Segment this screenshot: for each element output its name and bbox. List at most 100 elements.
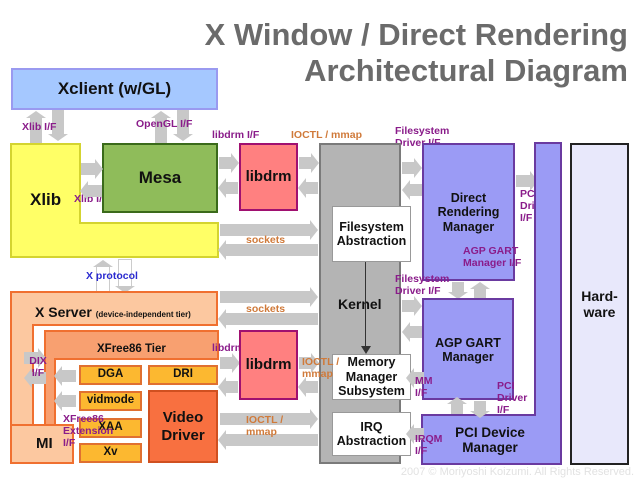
kernel-label: Kernel (338, 296, 382, 312)
ioctl-mmap-bottom-text: IOCTL / mmap (246, 414, 284, 438)
arrow-xfree86-to-libdrm (220, 353, 240, 373)
libdrm-bottom-box: libdrm (239, 330, 298, 400)
arrow-kernel-to-agp (402, 296, 422, 316)
xclient-label: Xclient (w/GL) (57, 79, 172, 99)
arrow-xlib-to-xserver (115, 259, 135, 293)
ioctl-mmap-label-mid: IOCTL / mmap (302, 356, 347, 380)
title-line-2: Architectural Diagram (304, 53, 628, 88)
arrow-xserver-to-kernel-sockets (220, 287, 318, 307)
xaa-label: XAA (98, 421, 123, 434)
arrow-dix-right (24, 348, 46, 368)
arrow-drm-to-agp (448, 282, 468, 299)
memory-manager-label: Memory Manager Subsystem (338, 355, 405, 399)
arrow-xlib-to-kernel-sockets (220, 220, 318, 240)
mesa-label: Mesa (138, 168, 182, 188)
drm-box: Direct Rendering Manager (422, 143, 515, 281)
arrow-xclient-to-xlib (48, 110, 68, 141)
xserver-label: X Server (device-independent tier) (35, 304, 191, 323)
video-driver-box: Video Driver (148, 390, 218, 463)
fs-to-mm-arrowhead (361, 346, 371, 354)
arrow-libdrm-to-mesa (218, 178, 238, 198)
arrow-kernel-to-libdrm (298, 178, 318, 198)
fs-driver-if-mid-text: Filesystem Driver I/F (395, 273, 450, 297)
pci-device-manager-text: PCI Device Manager (455, 425, 525, 455)
filesystem-abstraction-box: Filesystem Abstraction (332, 206, 411, 262)
pci-device-manager-label: PCI Device Manager (440, 425, 540, 455)
ioctl-mmap-mid-text: IOCTL / mmap (302, 356, 340, 380)
dga-box: DGA (79, 365, 142, 385)
libdrm-if-label-top: libdrm I/F (212, 129, 260, 141)
mi-label: MI (36, 435, 53, 453)
dix-if-text: DIX I/F (29, 355, 47, 379)
mm-if-label: MM I/F (415, 375, 439, 399)
x-protocol-label: X protocol (86, 270, 138, 282)
xlib-label: Xlib (30, 190, 62, 209)
arrow-xlib-to-mesa (81, 159, 103, 179)
irq-abstraction-label: IRQ Abstraction (336, 419, 407, 448)
arrow-kernel-to-drm (402, 158, 422, 178)
arrow-kernel-to-video-driver (218, 430, 318, 450)
xserver-title: X Server (35, 304, 92, 320)
dga-label: DGA (97, 368, 124, 381)
arrow-mesa-to-xlib (80, 181, 102, 201)
xlib-if-label-top: Xlib I/F (22, 121, 57, 133)
arrow-xclient-to-mesa (173, 110, 193, 141)
xserver-subtitle: (device-independent tier) (95, 310, 191, 319)
fs-to-mm-line (365, 262, 366, 350)
xfree86-ext-if-text: XFree86 Extension I/F (63, 413, 114, 449)
arrow-mesa-to-xclient (151, 111, 171, 144)
ioctl-mmap-label-top: IOCTL / mmap (291, 129, 362, 141)
dri-box: DRI (148, 365, 218, 385)
arrow-to-dga (54, 366, 76, 386)
arrow-libdrm-to-kernel (299, 153, 319, 173)
arrow-kernel-to-libdrm-bottom (298, 377, 318, 397)
xv-label: Xv (103, 446, 118, 459)
xlib-box (10, 143, 219, 258)
mm-if-text: MM I/F (415, 375, 433, 399)
filesystem-abstraction-label: Filesystem Abstraction (336, 219, 407, 248)
arrow-video-driver-to-kernel (220, 409, 318, 429)
drm-label: Direct Rendering Manager (437, 191, 500, 234)
irqm-if-text: IRQM I/F (415, 433, 443, 457)
xfree86-label: XFree86 Tier (97, 343, 166, 355)
arrow-xlib-to-xclient (26, 111, 46, 144)
arrow-to-vidmode (54, 391, 76, 411)
hardware-label: Hard- ware (581, 287, 618, 320)
xv-box: Xv (79, 443, 142, 463)
arrow-kernel-to-xserver-sockets (218, 309, 318, 329)
memory-manager-box: Memory Manager Subsystem (332, 354, 411, 400)
arrow-pci-to-agp (447, 397, 467, 414)
xfree86-ext-if-label: XFree86 Extension I/F (63, 413, 123, 449)
dix-if-label: DIX I/F (28, 355, 48, 379)
fs-driver-if-label-mid: Filesystem Driver I/F (395, 273, 455, 297)
irqm-if-label: IRQM I/F (415, 433, 445, 457)
xaa-box: XAA (79, 418, 142, 438)
arrow-libdrm-to-xfree86 (218, 377, 238, 397)
title-line-1: X Window / Direct Rendering (204, 17, 628, 52)
hardware-box: Hard- ware (570, 143, 629, 465)
sockets-label-top: sockets (246, 234, 286, 246)
copyright: 2007 © Moriyoshi Koizumi. All Rights Res… (400, 466, 634, 478)
pci-driver-if-bottom-text: PCI Driver I/F (497, 380, 528, 416)
xclient-box: Xclient (w/GL) (11, 68, 218, 110)
arrow-agp-to-mm (406, 368, 424, 388)
mesa-box: Mesa (102, 143, 218, 213)
kernel-box (319, 143, 401, 464)
irq-abstraction-box: IRQ Abstraction (332, 412, 411, 456)
arrow-libdrm-bottom-to-kernel (299, 353, 319, 373)
arrow-agp-to-kernel (402, 322, 422, 342)
sockets-label-mid: sockets (246, 303, 286, 315)
mi-box: MI (10, 424, 74, 464)
vidmode-label: vidmode (86, 394, 135, 407)
pci-driver-if-label-bottom: PCI Driver I/F (497, 380, 533, 416)
libdrm-top-label: libdrm (245, 168, 292, 186)
arrow-kernel-to-xlib-sockets (218, 240, 318, 260)
agp-gart-mgr-if-label: AGP GART Manager I/F (463, 245, 523, 269)
libdrm-top-box: libdrm (239, 143, 298, 211)
video-driver-label: Video Driver (161, 409, 205, 444)
agp-gart-box: AGP GART Manager (422, 298, 514, 400)
dri-label: DRI (173, 368, 193, 381)
arrow-agp-to-drm (470, 282, 490, 299)
libdrm-bottom-label: libdrm (245, 356, 292, 374)
arrow-pci-to-irq (406, 424, 424, 444)
